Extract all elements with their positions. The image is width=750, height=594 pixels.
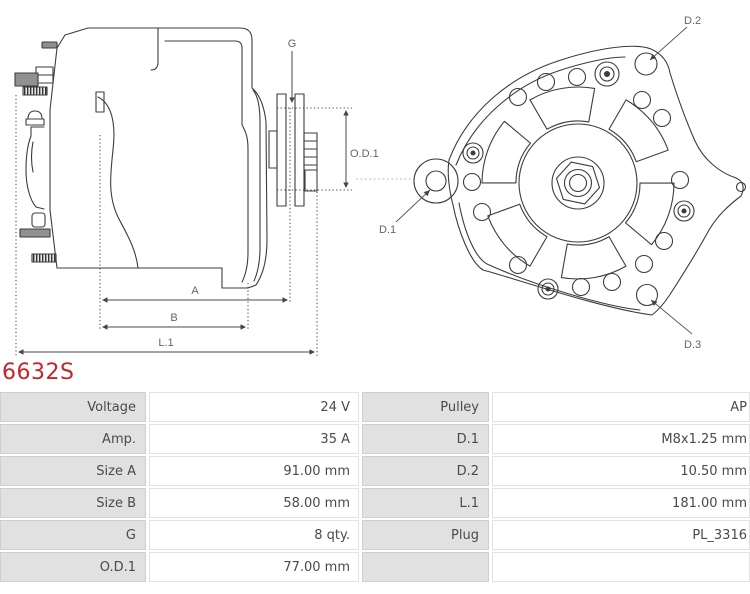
spec-value-voltage: 24 V [149,392,359,422]
part-number[interactable]: 6632S [2,360,75,385]
dim-label-a: A [191,285,199,297]
spec-label-d2: D.2 [362,456,489,486]
spec-label-voltage: Voltage [0,392,146,422]
front-view-dimension-labels: D.2 D.1 D.3 [379,15,701,351]
spec-label-pulley: Pulley [362,392,489,422]
spec-value-empty [492,552,750,582]
spec-value-l1: 181.00 mm [492,488,750,518]
spec-label-amp: Amp. [0,424,146,454]
alternator-technical-drawing: G O.D.1 A B L.1 [14,15,747,356]
side-view-arrowheads [18,97,349,355]
spec-label-plug: Plug [362,520,489,550]
spec-value-plug: PL_3316 [492,520,750,550]
spec-value-d1: M8x1.25 mm [492,424,750,454]
spec-label-l1: L.1 [362,488,489,518]
dim-label-od1: O.D.1 [350,148,379,160]
spec-value-g: 8 qty. [149,520,359,550]
side-view-dimension-labels: G O.D.1 A B L.1 [158,38,378,349]
spec-table: Voltage 24 V Pulley AP Amp. 35 A D.1 M8x… [0,392,750,582]
side-view-dimensions [15,51,414,356]
spec-label-empty [362,552,489,582]
dim-label-d2: D.2 [684,15,701,27]
dim-label-l1: L.1 [158,337,173,349]
stator-holes [462,67,690,297]
spec-value-pulley: AP [492,392,750,422]
side-view-drawing [14,27,318,289]
spec-value-size-a: 91.00 mm [149,456,359,486]
front-view-arrowheads [423,53,658,306]
dim-label-b: B [170,312,177,324]
spec-label-g: G [0,520,146,550]
dim-label-d3: D.3 [684,339,701,351]
dim-label-g: G [288,38,297,50]
spec-value-od1: 77.00 mm [149,552,359,582]
through-bolt-bosses [462,61,695,300]
front-view-drawing [413,45,747,316]
spec-label-d1: D.1 [362,424,489,454]
spec-label-size-a: Size A [0,456,146,486]
spec-label-od1: O.D.1 [0,552,146,582]
spec-value-size-b: 58.00 mm [149,488,359,518]
dim-label-d1: D.1 [379,224,396,236]
spec-value-amp: 35 A [149,424,359,454]
spec-label-size-b: Size B [0,488,146,518]
vent-slots [481,86,675,280]
spec-value-d2: 10.50 mm [492,456,750,486]
front-view-leaders [395,26,693,335]
